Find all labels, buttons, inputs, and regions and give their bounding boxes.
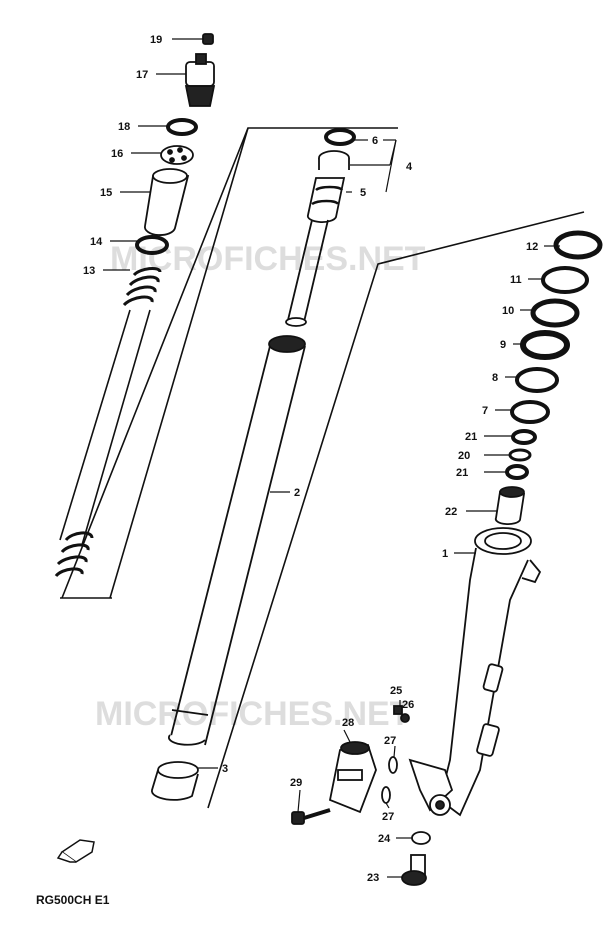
callout-6: 6 xyxy=(372,135,378,147)
screw-25 xyxy=(393,705,403,715)
callout-28: 28 xyxy=(342,717,354,729)
callout-22: 22 xyxy=(445,506,457,518)
cap-bolt-19 xyxy=(202,33,214,45)
callout-9: 9 xyxy=(500,339,506,351)
callout-7: 7 xyxy=(482,405,488,417)
model-code: RG500CH E1 xyxy=(36,893,110,907)
oil-lock-piece-22 xyxy=(494,486,526,525)
callout-18: 18 xyxy=(118,121,130,133)
damper-rod-5 xyxy=(285,177,346,327)
fork-cap-17 xyxy=(184,53,216,107)
callout-16: 16 xyxy=(111,148,123,160)
callout-17: 17 xyxy=(136,69,148,81)
callout-2: 2 xyxy=(294,487,300,499)
bush-7 xyxy=(510,400,550,424)
right-group-boundary xyxy=(207,211,585,809)
callout-21-lower: 21 xyxy=(456,467,468,479)
bush-8 xyxy=(515,367,559,393)
callout-1: 1 xyxy=(442,548,448,560)
watermark-text-bottom: MICROFICHES.NET xyxy=(95,695,411,733)
callout-labels: 19 17 18 16 15 14 13 6 4 5 2 3 12 11 10 … xyxy=(83,34,538,884)
o-ring-27-upper xyxy=(388,756,398,774)
washer-14 xyxy=(135,235,169,255)
callout-3: 3 xyxy=(222,763,228,775)
callout-24: 24 xyxy=(378,833,391,845)
left-group-boundary-inner xyxy=(109,127,249,599)
piston-ring-4 xyxy=(318,150,350,170)
callout-13: 13 xyxy=(83,265,95,277)
inner-tube-assembly xyxy=(151,128,356,801)
callout-27-upper: 27 xyxy=(384,735,396,747)
dust-seal-12 xyxy=(553,230,603,260)
model-caption: RG500CH E1 xyxy=(36,893,110,907)
callout-5: 5 xyxy=(360,187,366,199)
washer-16 xyxy=(160,145,194,165)
outer-tube-assembly xyxy=(291,230,603,886)
callout-25: 25 xyxy=(390,685,402,697)
washer-9 xyxy=(520,330,570,360)
callout-26: 26 xyxy=(402,699,414,711)
callout-15: 15 xyxy=(100,187,112,199)
ring-6 xyxy=(324,128,356,146)
inner-tube-2 xyxy=(167,335,306,746)
callout-29: 29 xyxy=(290,777,302,789)
drain-bolt-23 xyxy=(401,854,427,886)
oil-seal-10 xyxy=(530,298,580,328)
callout-23: 23 xyxy=(367,872,379,884)
callout-19: 19 xyxy=(150,34,162,46)
washer-24 xyxy=(411,831,431,845)
watermark-text-top: MICROFICHES.NET xyxy=(110,240,426,278)
callout-11: 11 xyxy=(510,274,522,286)
o-ring-21-lower xyxy=(505,464,529,480)
washer-20 xyxy=(508,448,532,462)
bush-3 xyxy=(151,761,199,801)
ring-11 xyxy=(541,266,589,294)
o-ring-27-lower xyxy=(381,786,391,804)
fork-spring-13 xyxy=(54,266,162,578)
callout-27-lower: 27 xyxy=(382,811,394,823)
spacer-15 xyxy=(144,168,190,236)
callout-10: 10 xyxy=(502,305,514,317)
caliper-bracket-28 xyxy=(328,741,377,814)
bolt-29 xyxy=(291,808,331,825)
callout-12: 12 xyxy=(526,241,538,253)
callout-14: 14 xyxy=(90,236,103,248)
callout-21-upper: 21 xyxy=(465,431,477,443)
group-boundaries xyxy=(60,127,585,809)
callout-4: 4 xyxy=(406,161,413,173)
leader-lines xyxy=(103,38,560,878)
callout-20: 20 xyxy=(458,450,470,462)
bolt-26 xyxy=(400,713,410,723)
o-ring-18 xyxy=(166,118,198,136)
outer-tube-1 xyxy=(408,527,542,817)
damper-spring-assembly xyxy=(54,33,216,578)
callout-8: 8 xyxy=(492,372,498,384)
front-arrow-icon xyxy=(56,839,95,863)
watermark: MICROFICHES.NET MICROFICHES.NET xyxy=(95,240,426,733)
o-ring-21-upper xyxy=(511,429,537,445)
